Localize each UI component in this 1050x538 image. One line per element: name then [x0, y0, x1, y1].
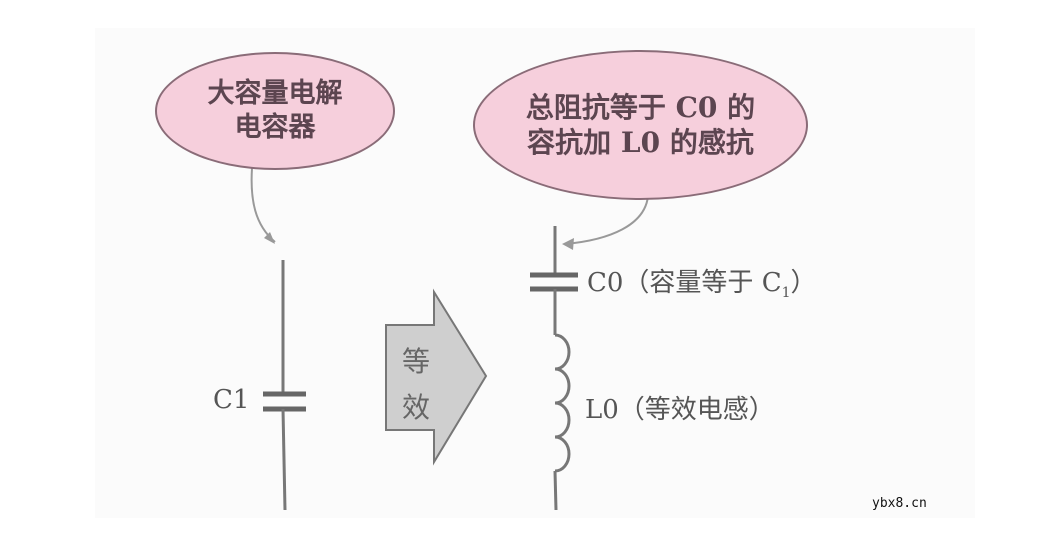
- c0-label-text: C0（容量等于 C: [587, 268, 782, 298]
- equivalence-arrow-icon: [385, 288, 488, 466]
- left-wire-bottom: [281, 408, 287, 511]
- arrow-text-2: 效: [402, 391, 431, 424]
- right-callout-bubble: 总阻抗等于 C0 的 容抗加 L0 的感抗: [473, 50, 808, 200]
- left-callout-line1: 大容量电解: [207, 78, 343, 110]
- l0-inductor-coil: [554, 333, 571, 473]
- right-callout-line1: 总阻抗等于 C0 的: [525, 91, 756, 124]
- c0-label-subscript: 1: [781, 285, 791, 302]
- c0-label-close: ）: [790, 268, 817, 298]
- watermark: ybx8.cn: [872, 496, 927, 511]
- c1-label: C1: [213, 385, 250, 415]
- left-callout-bubble: 大容量电解 电容器: [155, 52, 395, 170]
- arrow-text-1: 等: [402, 345, 431, 378]
- c0-label: C0（容量等于 C1）: [587, 262, 817, 301]
- left-callout-pointer: [250, 167, 276, 243]
- l0-label: L0（等效电感）: [585, 395, 775, 425]
- right-callout-line2: 容抗加 L0 的感抗: [527, 126, 754, 159]
- left-callout-line2: 电容器: [234, 112, 316, 143]
- right-callout-pointer: [564, 195, 649, 245]
